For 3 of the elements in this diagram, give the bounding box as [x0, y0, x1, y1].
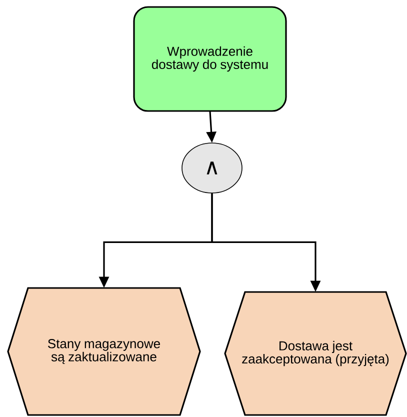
event-hexagon: Stany magazynowe są zaktualizowane — [7, 287, 201, 416]
event-hexagon: Dostawa jest zaakceptowana (przyjęta) — [224, 291, 407, 416]
function-box: Wprowadzenie dostawy do systemu — [133, 6, 287, 112]
